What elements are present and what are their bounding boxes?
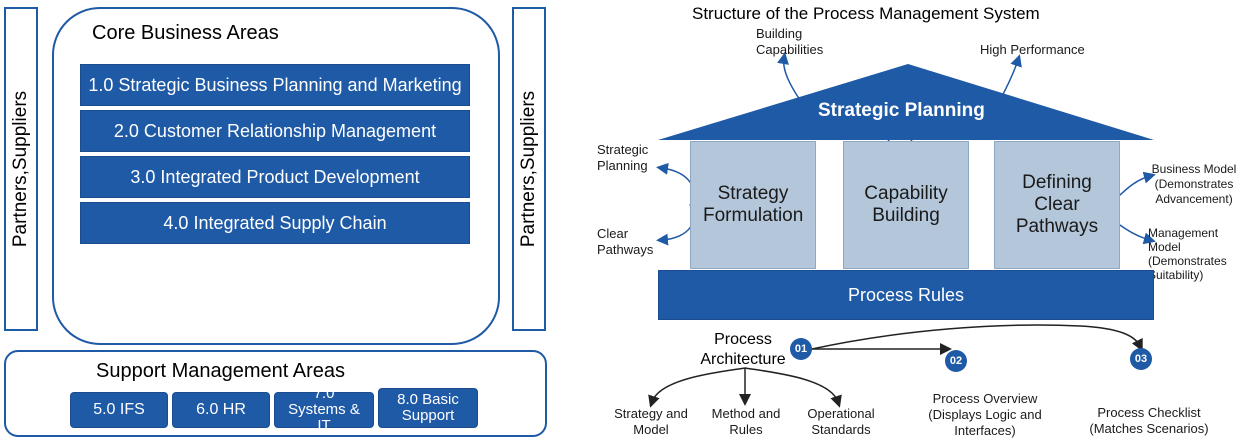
support-management-title: Support Management Areas <box>96 360 346 382</box>
arch-child-method-rules: Method and Rules <box>711 406 781 437</box>
process-architecture-label: Process Architecture <box>700 331 786 368</box>
partners-left-box: Partners,Suppliers <box>4 7 38 331</box>
core-item-4: 4.0 Integrated Supply Chain <box>80 202 470 244</box>
roof <box>658 64 1154 140</box>
support-item-6: 6.0 HR <box>172 392 270 428</box>
left-note-clear-pathways: Clear Pathways <box>597 226 654 257</box>
roof-note-high-performance: High Performance <box>980 42 1085 57</box>
core-item-2: 2.0 Customer Relationship Management <box>80 110 470 152</box>
pillar-capability-building: Capability Building <box>843 141 969 269</box>
partners-right-box: Partners,Suppliers <box>512 7 546 331</box>
pillar-defining-clear-pathways: Defining Clear Pathways <box>994 141 1120 269</box>
pillar-capability-building-label: Capability Building <box>864 183 948 226</box>
right-note-management-model: Management Model (Demonstrates Suitabili… <box>1148 226 1227 282</box>
diagram-title: Structure of the Process Management Syst… <box>692 4 1040 23</box>
process-rules-base: Process Rules <box>658 270 1154 320</box>
arch-child-strategy-model: Strategy and Model <box>614 406 688 437</box>
process-checklist-label: Process Checklist (Matches Scenarios) <box>1089 405 1209 436</box>
left-note-strategic-planning: Strategic Planning <box>597 142 649 173</box>
support-item-7: 7.0 Systems & IT <box>274 386 374 434</box>
core-item-3: 3.0 Integrated Product Development <box>80 156 470 198</box>
node-01-badge: 01 <box>790 338 812 360</box>
pillar-strategy-formulation-label: Strategy Formulation <box>703 183 804 226</box>
process-overview-label: Process Overview (Displays Logic and Int… <box>928 391 1042 438</box>
core-item-1: 1.0 Strategic Business Planning and Mark… <box>80 64 470 106</box>
support-item-5: 5.0 IFS <box>70 392 168 428</box>
pillar-defining-clear-pathways-label: Defining Clear Pathways <box>1015 172 1099 237</box>
right-note-business-model: Business Model (Demonstrates Advancement… <box>1151 162 1237 206</box>
node-02-badge: 02 <box>945 350 967 372</box>
roof-note-building-capabilities: Building Capabilities <box>756 26 824 57</box>
support-item-8: 8.0 Basic Support <box>378 388 478 428</box>
arch-child-operational-standards: Operational Standards <box>807 406 875 437</box>
roof-label: Strategic Planning <box>818 100 985 121</box>
core-business-title: Core Business Areas <box>92 22 279 44</box>
pillar-strategy-formulation: Strategy Formulation <box>690 141 816 269</box>
node-03-badge: 03 <box>1130 348 1152 370</box>
